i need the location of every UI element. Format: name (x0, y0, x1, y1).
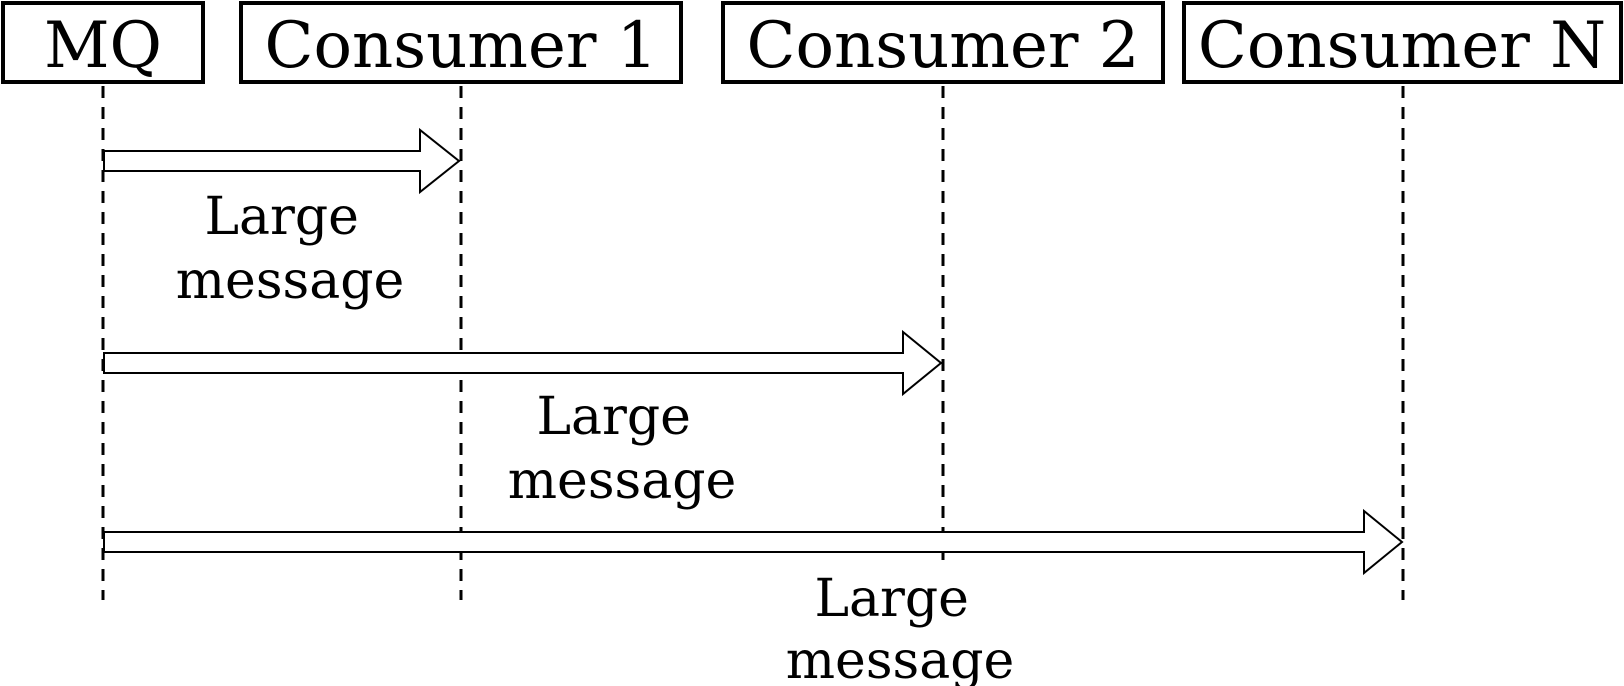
block-arrow-1 (103, 127, 461, 195)
message-label-2-line2: message (508, 451, 737, 511)
message-label-3: Large message (786, 569, 1015, 686)
participant-consumer-n: Consumer N (1182, 1, 1623, 84)
participant-label-consumer-n: Consumer N (1198, 9, 1606, 83)
message-arrow-3: Large message (103, 508, 1404, 686)
participant-box-consumer-n (1182, 1, 1623, 84)
participant-consumer-2: Consumer 2 (721, 1, 1165, 84)
participant-box-consumer-2 (721, 1, 1165, 84)
block-arrow-2 (103, 329, 943, 397)
participant-label-consumer-1: Consumer 1 (265, 9, 658, 83)
participant-mq: MQ (1, 1, 205, 84)
message-label-1-line1: Large (205, 187, 359, 247)
participant-box-mq (1, 1, 205, 84)
participant-box-consumer-1 (239, 1, 683, 84)
message-label-1: Large message (176, 187, 405, 311)
participant-label-consumer-2: Consumer 2 (747, 9, 1140, 83)
message-label-3-line1: Large (815, 569, 969, 629)
block-arrow-3 (103, 508, 1404, 576)
participant-consumer-1: Consumer 1 (239, 1, 683, 84)
message-label-3-line2: message (786, 631, 1015, 686)
message-arrow-2: Large message (103, 329, 943, 511)
message-label-1-line2: message (176, 251, 405, 311)
message-label-2-line1: Large (537, 387, 691, 447)
message-label-2: Large message (508, 387, 737, 511)
participant-label-mq: MQ (44, 9, 162, 83)
message-arrow-1: Large message (103, 127, 461, 311)
